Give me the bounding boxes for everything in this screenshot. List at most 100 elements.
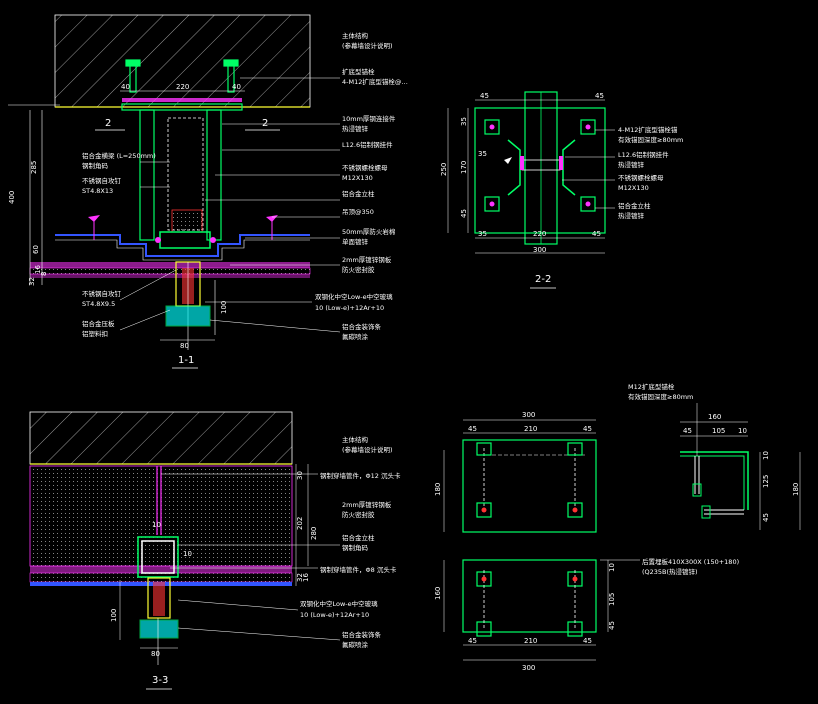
svg-text:10mm厚钢连接件: 10mm厚钢连接件 <box>342 114 396 123</box>
dim-2-2-left-45: 45 <box>460 209 468 218</box>
dim-left-400: 400 <box>8 191 16 204</box>
dim-bottom-plate-160: 160 <box>434 587 442 600</box>
dim-2-2-left-35: 35 <box>460 117 468 126</box>
dim-2-2-bottom-220: 220 <box>533 230 546 238</box>
svg-text:单面镀锌: 单面镀锌 <box>342 237 369 246</box>
svg-text:2mm厚镀锌钢板: 2mm厚镀锌钢板 <box>342 255 392 264</box>
svg-text:50mm厚防火岩棉: 50mm厚防火岩棉 <box>342 227 396 236</box>
section-1-1: 40 220 40 400 285 60 32 16 8 80 100 2 2 … <box>8 14 408 369</box>
dim-side-right-45: 45 <box>762 513 770 522</box>
svg-text:铝塑料扣: 铝塑料扣 <box>82 329 108 338</box>
svg-text:铝合金立柱: 铝合金立柱 <box>342 533 375 542</box>
dim-top-plate-180: 180 <box>434 483 442 496</box>
svg-text:后置埋板410X300X (150+180): 后置埋板410X300X (150+180) <box>642 557 739 566</box>
dim-side-right-10: 10 <box>762 451 770 460</box>
dim-3-3-right-202: 202 <box>296 517 304 530</box>
dim-2-2-left-250: 250 <box>440 163 448 176</box>
notes-plate: M12扩底型锚栓 有效锚固深度≥80mm 后置埋板410X300X (150+1… <box>628 382 739 576</box>
dim-side-105: 105 <box>712 427 725 435</box>
section-2-2-title: 2-2 <box>535 274 551 285</box>
svg-text:不锈钢螺栓螺母: 不锈钢螺栓螺母 <box>342 163 388 172</box>
svg-text:铝合金横梁 (L=250mm): 铝合金横梁 (L=250mm) <box>82 151 156 160</box>
dim-2-2-left-170: 170 <box>460 161 468 174</box>
dim-left-285: 285 <box>30 161 38 174</box>
top-plate <box>462 439 597 533</box>
svg-text:有效锚固深度≥80mm: 有效锚固深度≥80mm <box>628 392 693 401</box>
section-3-3: 30 202 280 32 16 10 10 100 80 主体结构 (参幕墙设… <box>29 411 401 690</box>
dim-bottom-80: 80 <box>180 342 189 350</box>
bolt-right <box>210 237 216 243</box>
svg-text:氟碳喷涂: 氟碳喷涂 <box>342 332 369 341</box>
mullion-3-3 <box>137 536 179 578</box>
concrete-slab <box>54 14 311 108</box>
flag-icon <box>504 157 512 164</box>
dim-2-2-bottom-45: 45 <box>592 230 601 238</box>
embed-plate <box>121 103 243 111</box>
section-mark-left: 2 <box>105 118 111 129</box>
svg-text:双钢化中空Low-e中空玻璃: 双钢化中空Low-e中空玻璃 <box>300 599 378 608</box>
dim-3-3-bottom-80: 80 <box>151 650 160 658</box>
dim-top-plate-210: 210 <box>524 425 537 433</box>
svg-text:铝合金立柱: 铝合金立柱 <box>342 189 375 198</box>
svg-text:扩底型锚栓: 扩底型锚栓 <box>342 67 375 76</box>
anchor-bolts <box>125 59 239 93</box>
fire-board-profile <box>55 234 310 257</box>
dim-side-right-180: 180 <box>792 483 800 496</box>
mullion-outline <box>167 117 204 231</box>
dim-bottom-plate-right-45: 45 <box>608 621 616 630</box>
dim-2-2-inner-35: 35 <box>478 150 487 158</box>
svg-text:M12X130: M12X130 <box>342 174 373 182</box>
dim-side-right-125: 125 <box>762 475 770 488</box>
dim-3-3-left-100: 100 <box>110 609 118 622</box>
dim-side-160: 160 <box>708 413 721 421</box>
svg-text:(参幕墙设计说明): (参幕墙设计说明) <box>342 41 393 50</box>
svg-text:铝合金压板: 铝合金压板 <box>82 319 115 328</box>
plate-2-2 <box>474 107 606 234</box>
nut-strip <box>122 98 242 102</box>
notes-2-2: 4-M12扩底型锚栓锚 有效锚固深度≥80mm L12.6铝制钢挂件 热浸镀锌 … <box>618 125 683 220</box>
svg-text:铝合金装饰条: 铝合金装饰条 <box>342 322 382 331</box>
section-mark-right: 2 <box>262 118 268 129</box>
svg-text:防火密封胶: 防火密封胶 <box>342 510 375 519</box>
angle-side-view <box>680 451 749 510</box>
svg-text:不锈钢自攻钉: 不锈钢自攻钉 <box>82 176 122 185</box>
dim-right-100: 100 <box>220 301 228 314</box>
svg-text:ST4.8X13: ST4.8X13 <box>82 187 113 195</box>
decorative-strip <box>165 305 211 327</box>
svg-text:热浸镀锌: 热浸镀锌 <box>342 124 369 133</box>
dim-bottom-plate-45-right: 45 <box>583 637 592 645</box>
concrete-slab-3-3 <box>29 411 293 465</box>
floor-layer-1 <box>30 262 310 268</box>
dim-top-40-left: 40 <box>121 83 130 91</box>
svg-text:铝合金装饰条: 铝合金装饰条 <box>342 630 382 639</box>
svg-text:铝合金立柱: 铝合金立柱 <box>618 201 651 210</box>
dim-top-plate-300: 300 <box>522 411 535 419</box>
svg-text:热浸镀锌: 热浸镀锌 <box>618 160 645 169</box>
dim-3-3-right-32: 32 <box>296 573 304 582</box>
fire-board-inner <box>55 239 310 261</box>
dim-3-3-inner-10-bottom: 10 <box>183 550 192 558</box>
svg-text:(参幕墙设计说明): (参幕墙设计说明) <box>342 445 393 454</box>
dim-2-2-bottom-35: 35 <box>478 230 487 238</box>
bolt-left <box>155 237 161 243</box>
svg-text:主体结构: 主体结构 <box>342 435 369 444</box>
glass-frame-3-3 <box>147 577 171 619</box>
svg-text:钢制穿墙管件，Φ8 沉头卡: 钢制穿墙管件，Φ8 沉头卡 <box>320 565 397 574</box>
svg-text:氟碳喷涂: 氟碳喷涂 <box>342 640 369 649</box>
dim-2-2-top-45-right: 45 <box>595 92 604 100</box>
svg-text:吊顶@350: 吊顶@350 <box>342 208 374 216</box>
dim-side-top-10: 10 <box>738 427 747 435</box>
svg-text:ST4.8X9.5: ST4.8X9.5 <box>82 300 115 308</box>
notes-right-1-1: 主体结构 (参幕墙设计说明) 扩底型锚栓 4-M12扩底型锚栓@… 10mm厚钢… <box>342 31 408 274</box>
svg-text:钢制穿墙管件，Φ12 沉头卡: 钢制穿墙管件，Φ12 沉头卡 <box>320 471 401 480</box>
svg-text:双钢化中空Low-e中空玻璃: 双钢化中空Low-e中空玻璃 <box>315 292 393 301</box>
dim-top-plate-45-right: 45 <box>583 425 592 433</box>
svg-text:主体结构: 主体结构 <box>342 31 369 40</box>
dim-bottom-plate-210: 210 <box>524 637 537 645</box>
svg-text:热浸镀锌: 热浸镀锌 <box>618 211 645 220</box>
svg-text:钢制角码: 钢制角码 <box>82 161 109 170</box>
dim-left-16: 16 <box>34 265 42 274</box>
notes-left-1-1: 铝合金横梁 (L=250mm) 钢制角码 不锈钢自攻钉 ST4.8X13 不锈钢… <box>82 151 156 338</box>
bracket-left <box>139 109 155 241</box>
